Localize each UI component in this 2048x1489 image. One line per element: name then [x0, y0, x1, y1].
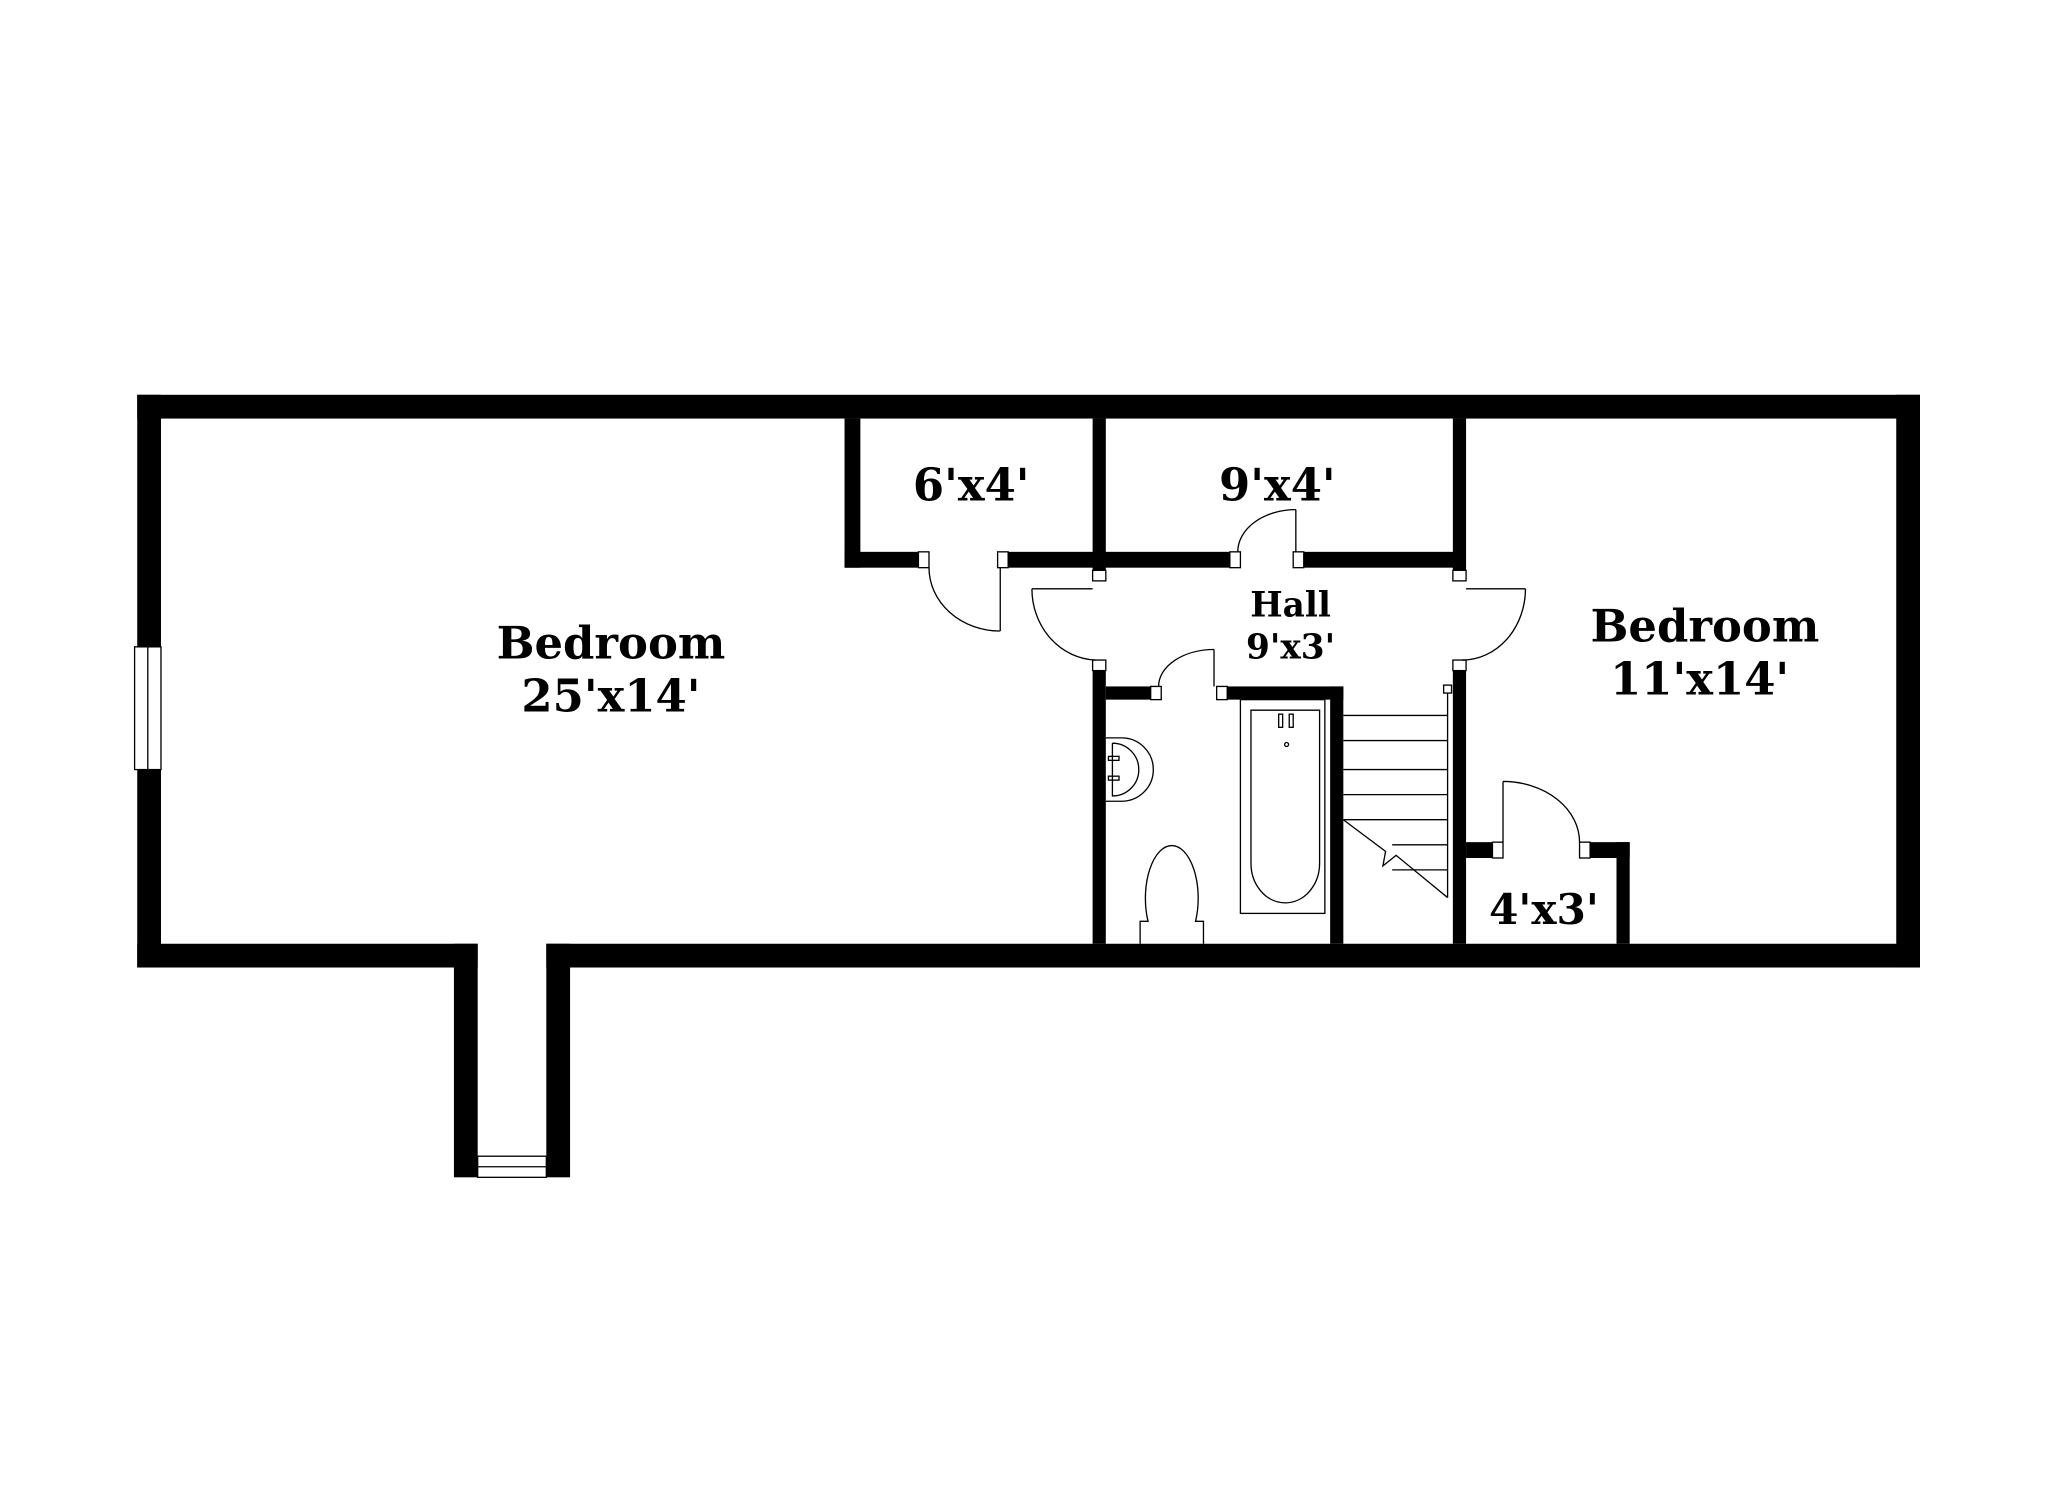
hall-name: Hall [1250, 585, 1331, 625]
sink-icon [1105, 737, 1154, 802]
bedroom-small-size: 11'x14' [1610, 652, 1789, 705]
toilet-icon [1139, 844, 1205, 944]
bedroom-small-name: Bedroom [1591, 600, 1820, 653]
closet-c-size: 4'x3' [1489, 884, 1599, 934]
doors [917, 508, 1591, 859]
stairs [1342, 684, 1453, 899]
walls [137, 394, 1921, 1178]
hall-size: 9'x3' [1246, 628, 1335, 668]
windows [133, 646, 547, 1178]
closet-a-size: 6'x4' [913, 458, 1030, 511]
bedroom-large-name: Bedroom [497, 617, 726, 670]
bedroom-large-size: 25'x14' [521, 670, 700, 723]
room-labels: Bedroom 25'x14' 6'x4' 9'x4' Hall 9'x3' B… [497, 458, 1820, 934]
bathtub-icon [1239, 698, 1326, 915]
fixtures [1105, 684, 1453, 944]
closet-b-size: 9'x4' [1219, 458, 1336, 511]
